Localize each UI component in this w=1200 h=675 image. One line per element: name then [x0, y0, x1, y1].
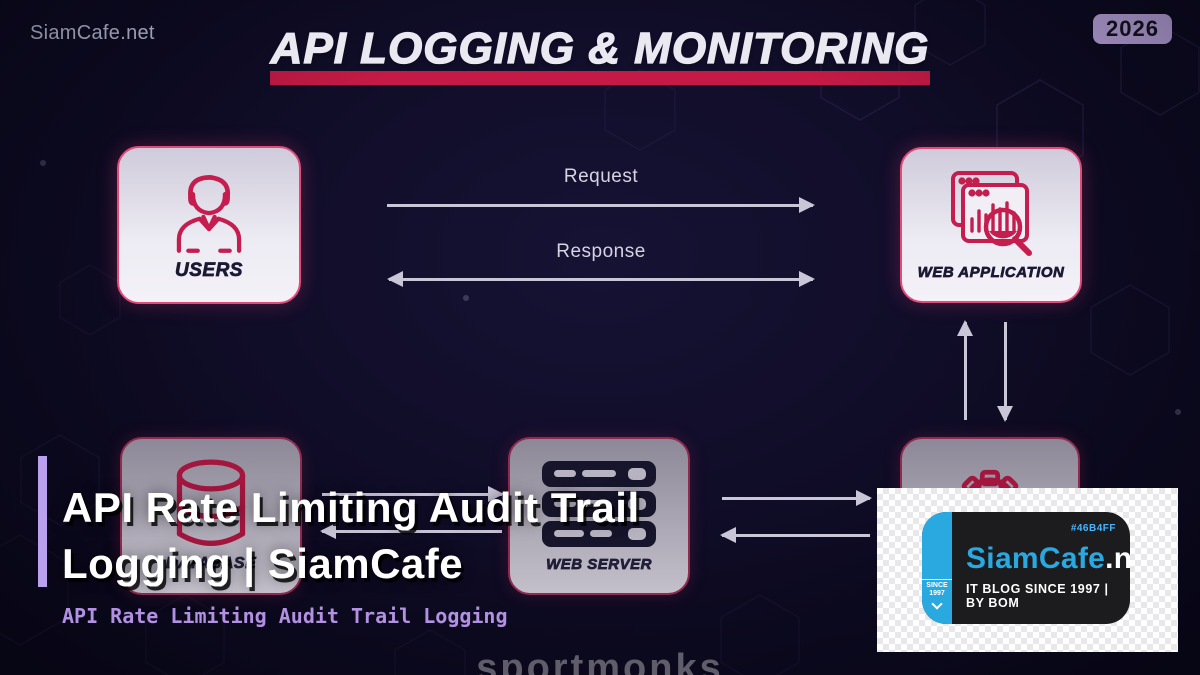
request-flow-label: Request — [563, 166, 639, 187]
logo-brand-text: SiamCafe.net — [966, 542, 1130, 575]
node-web-application-label: WEB APPLICATION — [917, 264, 1065, 282]
web-analytics-icon — [939, 169, 1043, 270]
user-icon — [161, 168, 257, 267]
video-title-line2: Logging | SiamCafe — [62, 540, 464, 587]
response-flow-label: Response — [556, 241, 646, 262]
response-arrow — [387, 271, 815, 287]
node-users: USERS — [117, 146, 301, 304]
page-title: API LOGGING & MONITORING — [270, 23, 930, 73]
arrow-services-to-webapp — [957, 320, 973, 420]
title-accent-bar — [38, 456, 47, 587]
logo-blue-stripe: SINCE 1997 — [922, 512, 952, 624]
siamcafe-logo-plate: SINCE 1997 #46B4FF SiamCafe.net IT BLOG … — [922, 512, 1130, 624]
logo-since-1997: SINCE 1997 — [922, 579, 952, 610]
video-subtitle: API Rate Limiting Audit Trail Logging — [62, 604, 508, 628]
arrow-services-to-webserver — [720, 527, 870, 543]
video-title-line1: API Rate Limiting Audit Trail — [62, 484, 640, 531]
siamcafe-logo-card: SINCE 1997 #46B4FF SiamCafe.net IT BLOG … — [877, 488, 1178, 652]
logo-tagline: IT BLOG SINCE 1997 | BY BOM — [966, 582, 1109, 610]
node-users-label: USERS — [175, 260, 243, 282]
logo-hex-code: #46B4FF — [1070, 523, 1116, 534]
request-arrow — [387, 197, 815, 213]
node-web-application: WEB APPLICATION — [900, 147, 1082, 303]
arrow-webapp-to-services — [997, 322, 1013, 422]
chevron-down-icon — [931, 598, 943, 610]
